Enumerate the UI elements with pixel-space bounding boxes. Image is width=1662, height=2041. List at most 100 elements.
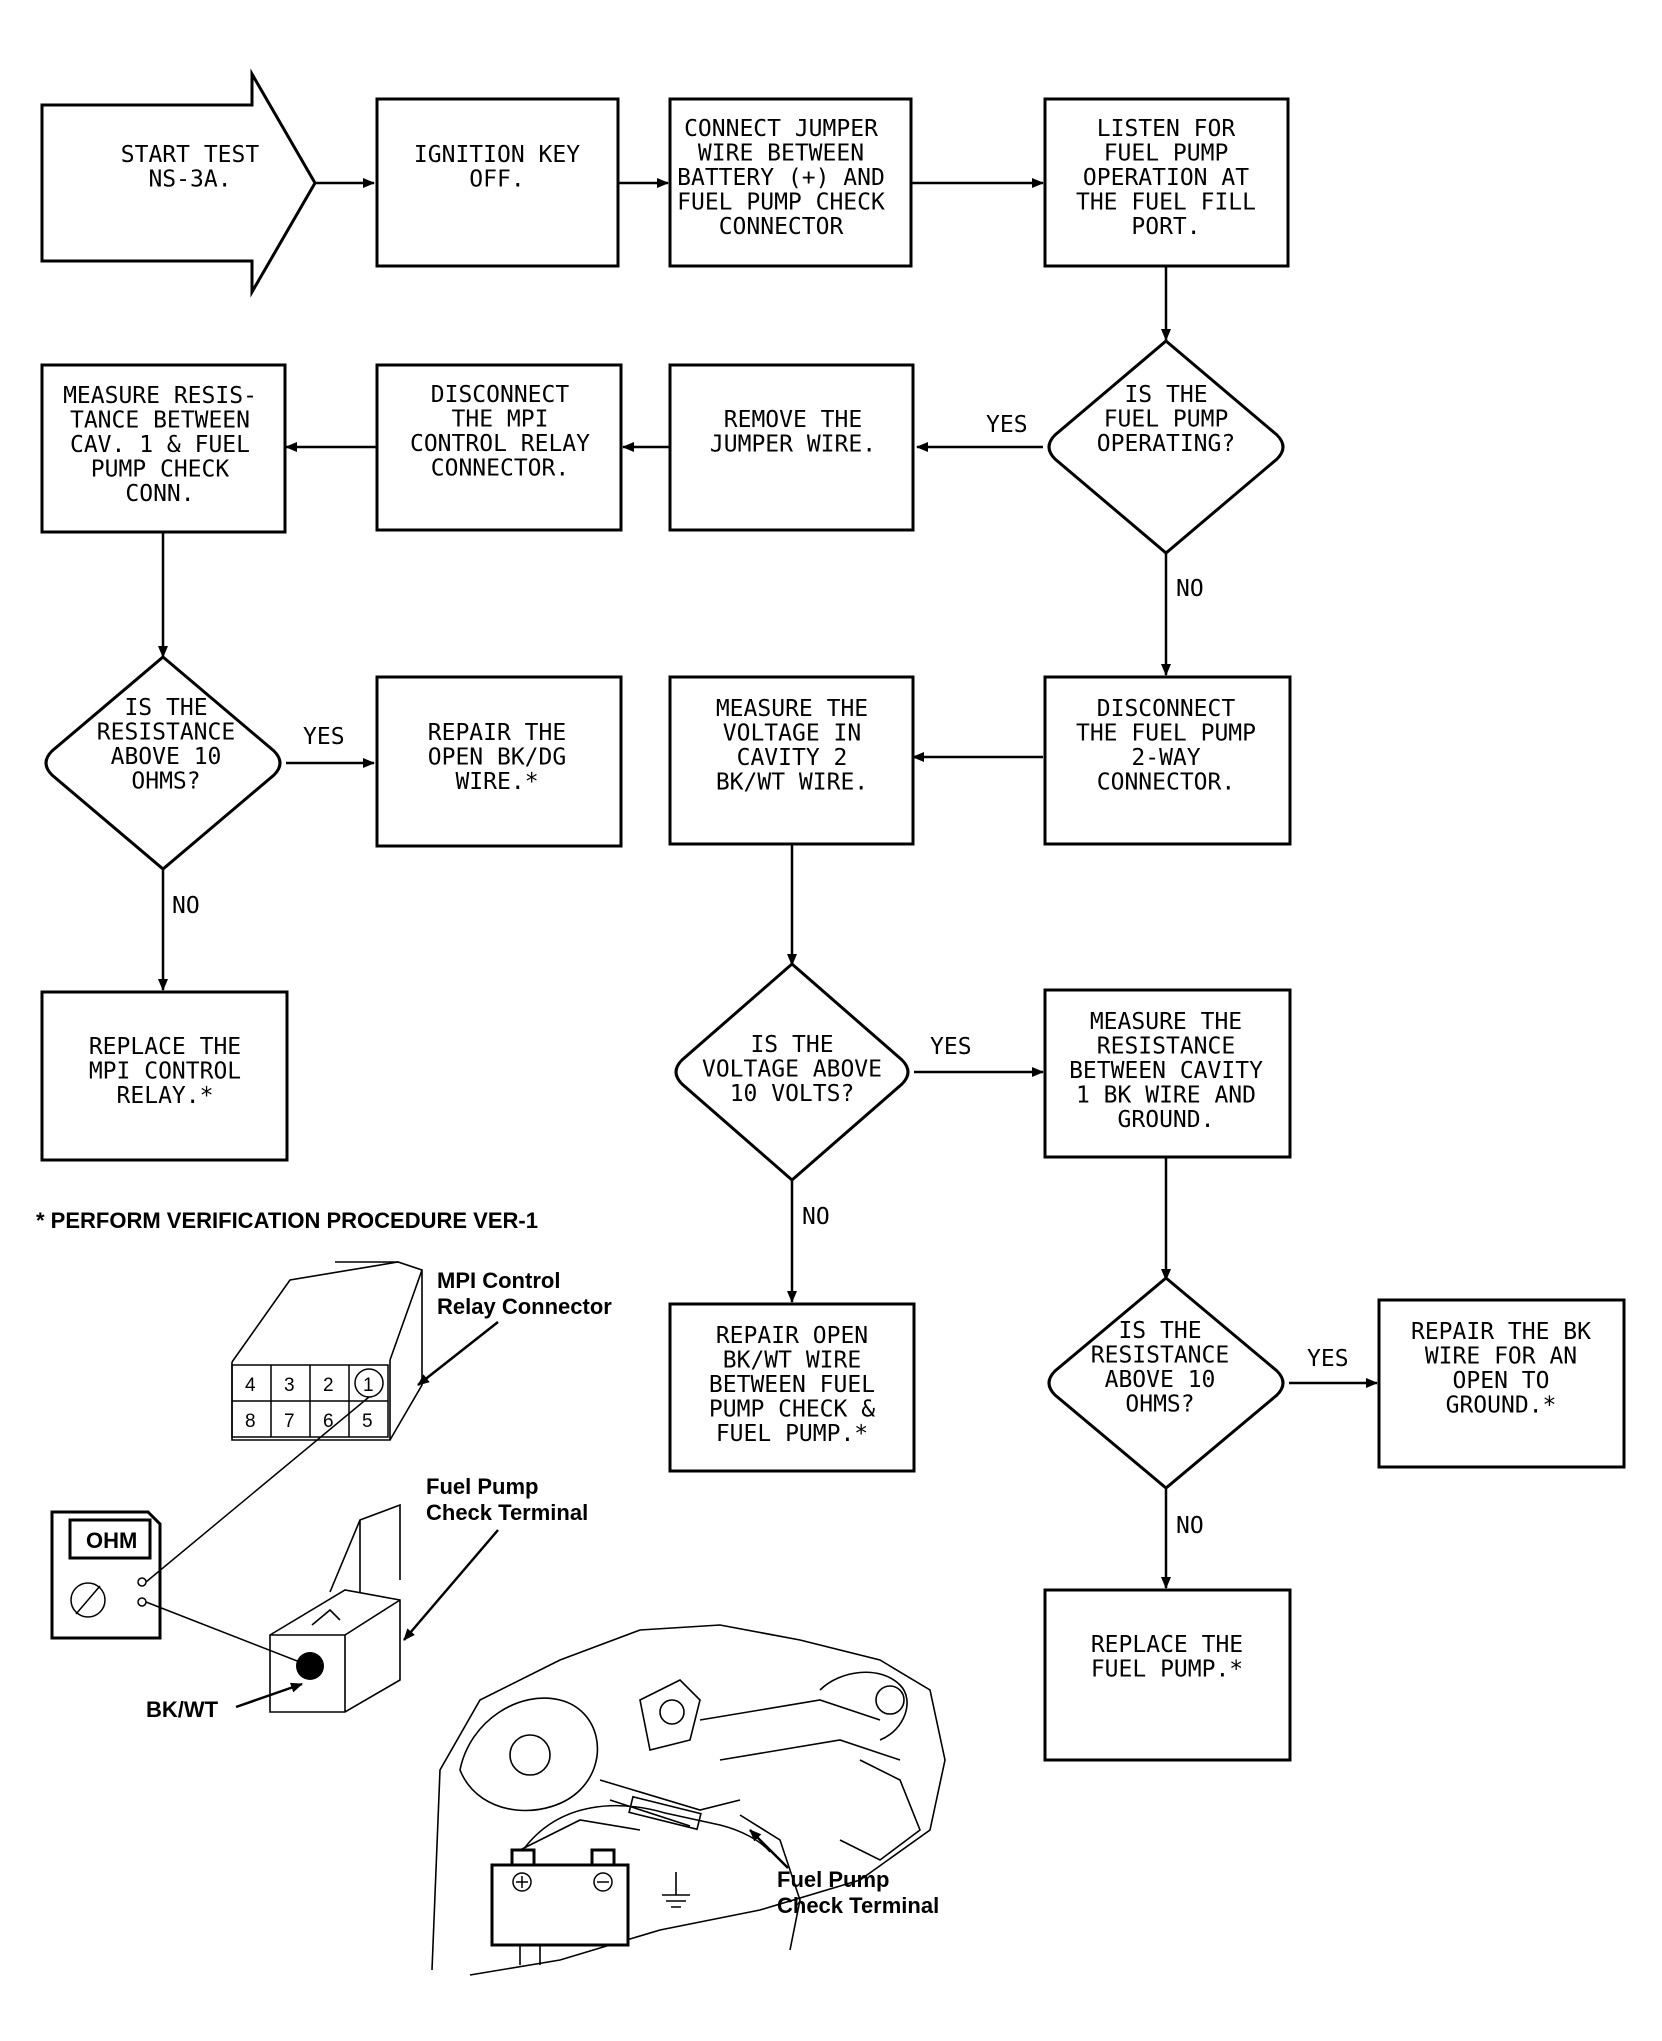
node-text-line: OPEN BK/DG: [428, 745, 566, 771]
node-text-line: START TEST: [121, 142, 260, 168]
relay-pin-2: 2: [323, 1375, 334, 1396]
label-resistance1-no: NO: [172, 893, 200, 919]
fuel-pump-check-terminal: Fuel Pump Check Terminal BK/WT: [146, 1474, 588, 1722]
node-text-line: CAVITY 2: [737, 745, 848, 771]
node-text-line: 1 BK WIRE AND: [1076, 1083, 1256, 1109]
ground-symbol: [662, 1872, 690, 1908]
node-text-line: MEASURE RESIS-: [63, 383, 257, 409]
ohmmeter-display: [68, 1518, 152, 1560]
node-text-line: BK/WT WIRE.: [716, 770, 868, 796]
check-terminal-callout-arrow: [403, 1529, 499, 1641]
check-terminal-label: Fuel Pump: [426, 1474, 538, 1499]
relay-connector-callout-arrow: [417, 1321, 499, 1386]
node-text-line: OFF.: [469, 167, 524, 193]
relay-pin-1: 1: [363, 1375, 374, 1396]
label-operating-yes: YES: [986, 412, 1028, 438]
process-box: [1377, 1298, 1626, 1469]
node-text-line: FUEL PUMP: [1104, 407, 1229, 433]
relay-pin-6: 6: [323, 1411, 334, 1432]
battery-positive-icon: [512, 1872, 532, 1892]
node-text-line: THE FUEL PUMP: [1076, 721, 1256, 747]
engine-check-terminal-label: Fuel Pump: [777, 1867, 889, 1892]
node-text-line: WIRE FOR AN: [1425, 1344, 1577, 1370]
node-text-line: MPI CONTROL: [89, 1059, 241, 1085]
node-text-line: REPLACE THE: [89, 1034, 241, 1060]
node-text-line: FUEL PUMP: [1104, 141, 1229, 167]
node-text-line: VOLTAGE ABOVE: [702, 1057, 882, 1083]
node-text-line: 10 VOLTS?: [730, 1081, 855, 1107]
process-box: [40, 990, 289, 1162]
node-text-line: BATTERY (+) AND: [677, 165, 885, 191]
node-text-line: GROUND.: [1118, 1107, 1215, 1133]
node-text-line: CONNECTOR.: [1097, 770, 1235, 796]
node-text-line: FUEL PUMP CHECK: [677, 190, 885, 216]
node-text-line: RELAY.*: [117, 1083, 214, 1109]
label-voltage-yes: YES: [930, 1034, 972, 1060]
node-text-line: CONNECT JUMPER: [684, 116, 878, 142]
relay-connector-label: MPI Control: [437, 1268, 560, 1293]
check-terminal-label-line2: Check Terminal: [426, 1500, 588, 1525]
probe-lead-check: [145, 1601, 311, 1667]
node-text-line: OHMS?: [1125, 1392, 1194, 1418]
node-text-line: OPERATING?: [1097, 431, 1235, 457]
relay-pin-4: 4: [245, 1375, 256, 1396]
relay-pin-3: 3: [284, 1375, 295, 1396]
engine-check-terminal-callout: [749, 1829, 789, 1869]
node-text-line: MEASURE THE: [1090, 1009, 1242, 1035]
bk-wt-callout-arrow: [235, 1682, 303, 1709]
process-box: [668, 1302, 916, 1473]
node-text-line: JUMPER WIRE.: [710, 432, 876, 458]
label-resistance2-yes: YES: [1307, 1346, 1349, 1372]
process-box: [668, 675, 915, 846]
edge-labels: YES NO YES NO YES NO YES NO: [172, 412, 1349, 1539]
node-text-line: NS-3A.: [148, 167, 231, 193]
node-text-line: DISCONNECT: [431, 382, 570, 408]
relay-pin-5: 5: [362, 1411, 373, 1432]
node-text-line: IS THE: [1118, 1318, 1201, 1344]
relay-connector: 4 3 2 1 8 7 6 5 MPI Control Relay Connec…: [231, 1261, 612, 1441]
node-text-line: DISCONNECT: [1097, 696, 1236, 722]
process-box: [1043, 1588, 1292, 1762]
decision-diamond: [674, 962, 910, 1182]
decision-diamond: [1047, 339, 1285, 555]
node-text-line: IGNITION KEY: [414, 142, 580, 168]
node-text-line: CONTROL RELAY: [410, 431, 590, 457]
node-text-line: CONNECTOR: [719, 214, 844, 240]
footnote: * PERFORM VERIFICATION PROCEDURE VER-1: [36, 1208, 538, 1233]
process-box: [375, 675, 623, 848]
node-text-line: WIRE BETWEEN: [698, 141, 864, 167]
node-text-line: BK/WT WIRE: [723, 1348, 861, 1374]
process-box: [668, 97, 913, 268]
node-text-line: VOLTAGE IN: [723, 721, 861, 747]
node-text-line: REPAIR THE BK: [1411, 1319, 1591, 1345]
label-resistance1-yes: YES: [303, 724, 345, 750]
engine-bay-outline: [431, 1624, 946, 1976]
node-text-line: IS THE: [1124, 382, 1207, 408]
battery-negative-icon: [593, 1872, 613, 1892]
node-text-line: IS THE: [124, 695, 207, 721]
label-operating-no: NO: [1176, 576, 1204, 602]
check-terminal-body: [269, 1589, 401, 1713]
node-text-line: REPAIR THE: [428, 720, 566, 746]
label-resistance2-no: NO: [1176, 1513, 1204, 1539]
node-text-line: THE MPI: [452, 407, 549, 433]
bk-wt-wire-label: BK/WT: [146, 1697, 219, 1722]
node-text-line: ABOVE 10: [111, 744, 222, 770]
node-text-line: WIRE.*: [455, 769, 538, 795]
relay-pin-8: 8: [245, 1411, 256, 1432]
